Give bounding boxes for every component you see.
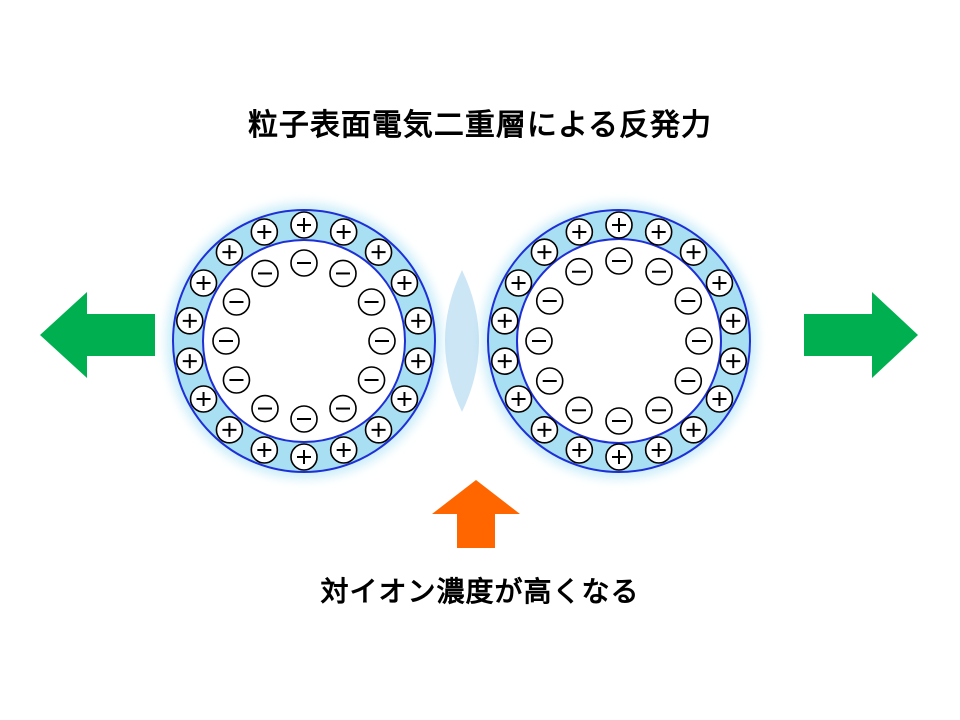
right-particle-negative-charge-icon bbox=[525, 327, 553, 355]
left-particle-positive-charge-icon bbox=[250, 218, 279, 246]
arrow-left-icon bbox=[40, 292, 155, 378]
left-particle-positive-charge-icon bbox=[215, 238, 244, 266]
right-particle-positive-charge-icon bbox=[644, 436, 673, 464]
right-particle-negative-charge-icon bbox=[565, 257, 593, 286]
left-particle-negative-charge-icon bbox=[222, 288, 251, 316]
left-particle-positive-charge-icon bbox=[175, 347, 204, 375]
right-particle-negative-charge-icon bbox=[535, 287, 564, 315]
right-particle-positive-charge-icon bbox=[705, 385, 734, 413]
right-particle-positive-charge-icon bbox=[719, 347, 748, 375]
left-particle-negative-charge-icon bbox=[251, 259, 279, 288]
left-particle-negative-charge-icon bbox=[251, 394, 279, 423]
right-particle-positive-charge-icon bbox=[530, 416, 559, 444]
left-particle-negative-charge-icon bbox=[212, 327, 240, 355]
right-particle-positive-charge-icon bbox=[565, 436, 594, 464]
right-particle-positive-charge-icon bbox=[490, 347, 519, 375]
right-particle-positive-charge-icon bbox=[679, 416, 708, 444]
left-particle-positive-charge-icon bbox=[364, 238, 393, 266]
left-particle-negative-charge-icon bbox=[357, 366, 386, 394]
right-particle-positive-charge-icon bbox=[679, 238, 708, 266]
left-particle-positive-charge-icon bbox=[390, 385, 419, 413]
left-particle-negative-charge-icon bbox=[290, 405, 318, 433]
arrow-up-icon bbox=[432, 480, 520, 548]
left-particle-positive-charge-icon bbox=[329, 218, 358, 246]
right-particle-positive-charge-icon bbox=[719, 307, 748, 335]
right-particle bbox=[481, 203, 757, 479]
left-particle bbox=[166, 203, 442, 479]
left-particle-positive-charge-icon bbox=[390, 269, 419, 297]
left-particle-negative-charge-icon bbox=[368, 327, 396, 355]
right-particle-positive-charge-icon bbox=[504, 385, 533, 413]
left-particle-negative-charge-icon bbox=[290, 249, 318, 277]
right-particle-positive-charge-icon bbox=[530, 238, 559, 266]
right-particle-positive-charge-icon bbox=[605, 211, 633, 239]
right-particle-negative-charge-icon bbox=[674, 367, 703, 395]
left-particle-core bbox=[202, 239, 406, 443]
bottom-caption: 対イオン濃度が高くなる bbox=[320, 575, 640, 608]
right-particle-negative-charge-icon bbox=[645, 396, 673, 425]
right-particle-negative-charge-icon bbox=[565, 396, 593, 425]
right-particle-positive-charge-icon bbox=[705, 269, 734, 297]
left-particle-positive-charge-icon bbox=[290, 211, 318, 239]
right-particle-negative-charge-icon bbox=[685, 327, 713, 355]
right-particle-negative-charge-icon bbox=[605, 407, 633, 435]
layer-overlap-region bbox=[445, 270, 479, 412]
left-particle-negative-charge-icon bbox=[329, 394, 357, 423]
right-particle-positive-charge-icon bbox=[565, 218, 594, 246]
left-particle-negative-charge-icon bbox=[357, 288, 386, 316]
left-particle-positive-charge-icon bbox=[404, 307, 433, 335]
left-particle-positive-charge-icon bbox=[250, 436, 279, 464]
left-particle-positive-charge-icon bbox=[215, 416, 244, 444]
left-particle-positive-charge-icon bbox=[364, 416, 393, 444]
right-particle-positive-charge-icon bbox=[490, 307, 519, 335]
right-particle-negative-charge-icon bbox=[535, 367, 564, 395]
page-title: 粒子表面電気二重層による反発力 bbox=[247, 108, 713, 143]
right-charges bbox=[490, 211, 748, 471]
left-particle-positive-charge-icon bbox=[290, 443, 318, 471]
left-particle-positive-charge-icon bbox=[329, 436, 358, 464]
right-particle-negative-charge-icon bbox=[645, 257, 673, 286]
right-particle-positive-charge-icon bbox=[504, 269, 533, 297]
arrow-right-icon bbox=[804, 292, 918, 378]
left-particle-negative-charge-icon bbox=[222, 366, 251, 394]
left-particle-positive-charge-icon bbox=[189, 385, 218, 413]
left-particle-positive-charge-icon bbox=[404, 347, 433, 375]
left-charges bbox=[175, 211, 433, 471]
right-particle-positive-charge-icon bbox=[644, 218, 673, 246]
left-particle-positive-charge-icon bbox=[175, 307, 204, 335]
left-particle-negative-charge-icon bbox=[329, 259, 357, 288]
right-particle-positive-charge-icon bbox=[605, 443, 633, 471]
right-particle-negative-charge-icon bbox=[605, 247, 633, 275]
left-particle-positive-charge-icon bbox=[189, 269, 218, 297]
right-particle-negative-charge-icon bbox=[674, 287, 703, 315]
right-particle-core bbox=[516, 238, 722, 444]
